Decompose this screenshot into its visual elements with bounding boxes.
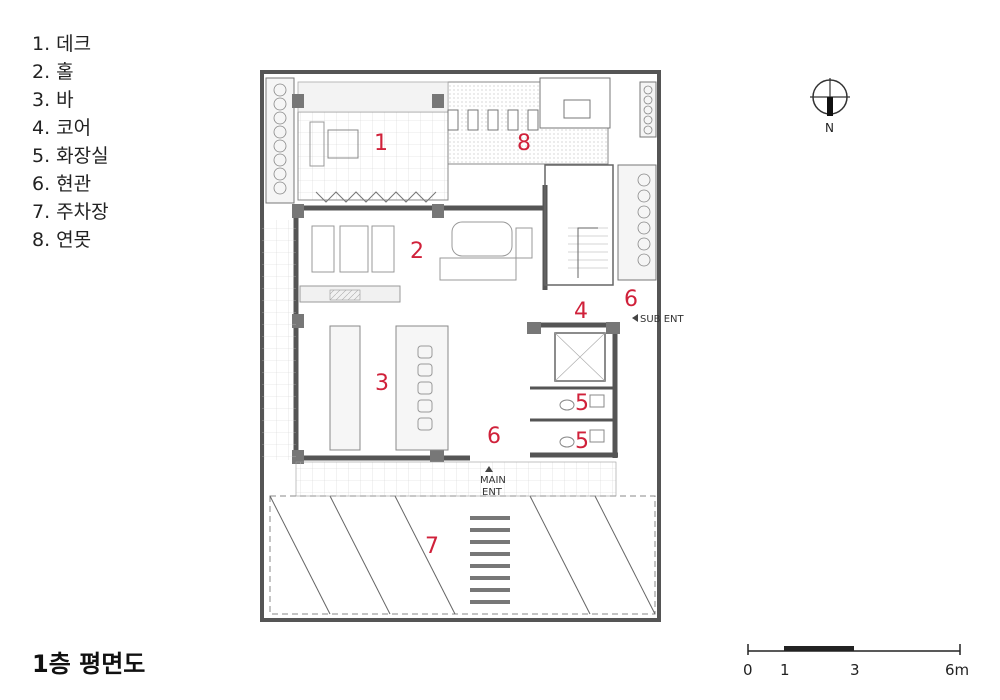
- room-label-hall: 2: [410, 239, 424, 264]
- scale-0: 0: [743, 661, 753, 679]
- right-planter-lower: [617, 164, 657, 281]
- parking-area: [269, 495, 656, 615]
- crosswalk: [470, 516, 510, 604]
- deck-sofa: [309, 121, 325, 167]
- stair-arrow: [577, 227, 598, 278]
- deck-area: [297, 111, 449, 201]
- left-paving: [262, 220, 296, 460]
- main-ent-arrow: [485, 466, 493, 472]
- stair-core: [544, 164, 614, 286]
- columns: [292, 94, 620, 464]
- bar-stools: [417, 345, 433, 431]
- legend-item-bar: 3. 바: [32, 89, 74, 111]
- stair-treads: [568, 227, 608, 269]
- front-paving: [295, 461, 617, 497]
- main-ent-label-2: ENT: [482, 487, 503, 498]
- parking-stripes: [269, 495, 656, 615]
- scale-1: 1: [780, 661, 790, 679]
- hall-furniture: [311, 221, 533, 281]
- north-label: N: [825, 121, 834, 135]
- room-label-entrance-b: 6: [487, 424, 501, 449]
- room-label-parking: 7: [425, 534, 439, 559]
- deck-table: [327, 129, 359, 159]
- toilets: [559, 394, 605, 448]
- right-planter: [639, 81, 657, 138]
- sub-ent-arrow: [632, 314, 638, 322]
- room-label-core: 4: [574, 299, 588, 324]
- legend: 1. 데크 2. 홀 3. 바 4. 코어 5. 화장실 6. 현관 7. 주차…: [32, 30, 109, 254]
- scale-6m: 6m: [945, 661, 969, 679]
- stepping-stones: [447, 99, 591, 131]
- room-label-pond: 8: [517, 131, 531, 156]
- legend-item-parking: 7. 주차장: [32, 201, 109, 223]
- bar-island: [395, 325, 449, 451]
- legend-item-entrance: 6. 현관: [32, 173, 92, 195]
- counter-hatch: [329, 289, 361, 301]
- scale-3: 3: [850, 661, 860, 679]
- legend-item-hall: 2. 홀: [32, 61, 74, 83]
- room-label-restroom-b: 5: [575, 429, 589, 454]
- legend-item-restroom: 5. 화장실: [32, 145, 109, 167]
- legend-item-deck: 1. 데크: [32, 33, 92, 55]
- top-planting: [297, 81, 449, 113]
- elevator: [554, 332, 606, 382]
- left-planter: [265, 77, 295, 204]
- room-label-entrance-a: 6: [624, 287, 638, 312]
- kitchen-counter: [329, 325, 361, 451]
- north-arrow: N: [810, 78, 850, 135]
- room-label-restroom-a: 5: [575, 391, 589, 416]
- room-label-deck: 1: [374, 131, 388, 156]
- legend-item-pond: 8. 연못: [32, 229, 92, 251]
- folding-doors: [315, 191, 437, 203]
- sub-ent-label: SUB ENT: [640, 314, 685, 325]
- legend-item-core: 4. 코어: [32, 117, 92, 139]
- room-label-bar: 3: [375, 371, 389, 396]
- page-title: 1층 평면도: [32, 650, 146, 678]
- scale-bar: 0 1 3 6m: [743, 644, 969, 679]
- main-ent-label-1: MAIN: [480, 475, 506, 486]
